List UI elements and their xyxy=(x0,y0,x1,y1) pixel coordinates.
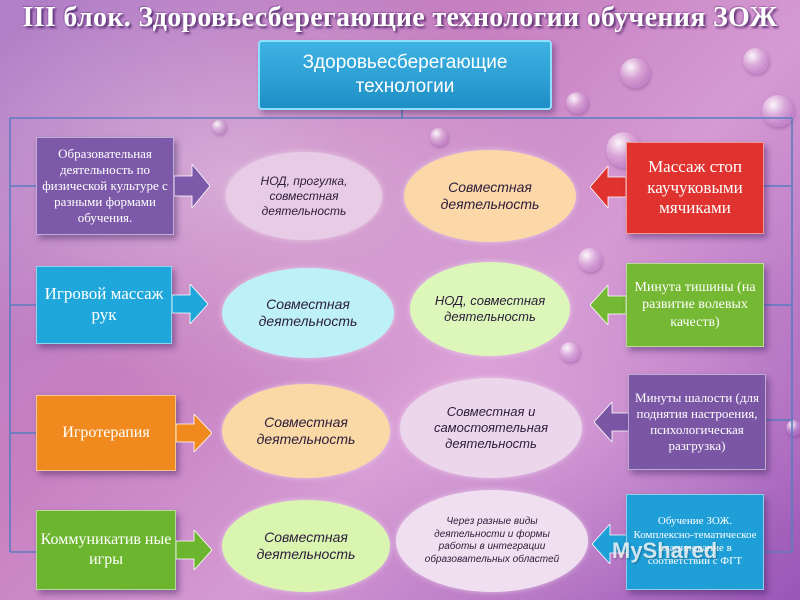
right-ellipse-4: Через разные виды деятельности и формы р… xyxy=(396,490,588,592)
water-drop xyxy=(560,342,580,362)
water-drop xyxy=(620,58,650,88)
header-line-1: Здоровьесберегающие xyxy=(302,52,508,74)
left-box-hand-massage: Игровой массаж рук xyxy=(36,266,172,344)
left-box-communicative-games: Коммуникатив ные игры xyxy=(36,510,176,590)
right-box-minutes-of-mischief: Минуты шалости (для поднятия настроения,… xyxy=(628,374,766,470)
slide-title: III блок. Здоровьесберегающие технологии… xyxy=(22,2,778,33)
right-ellipse-2: НОД, совместная деятельность xyxy=(410,262,570,356)
left-arrow-icon xyxy=(590,285,626,325)
right-box-healthy-lifestyle-training: Обучение ЗОЖ. Комплексно-тематическое пл… xyxy=(626,494,764,590)
right-box-foot-massage: Массаж стоп каучуковыми мячиками xyxy=(626,142,764,234)
left-ellipse-1: НОД, прогулка, совместная деятельность xyxy=(226,152,382,240)
right-ellipse-3: Совместная и самостоятельная деятельност… xyxy=(400,378,582,478)
left-arrow-icon xyxy=(592,524,628,564)
water-drop xyxy=(743,48,769,74)
left-ellipse-2: Совместная деятельность xyxy=(222,268,394,358)
right-box-minute-of-silence: Минута тишины (на развитие волевых качес… xyxy=(626,263,764,347)
watermark-logo: MyShared xyxy=(612,538,718,563)
left-ellipse-3: Совместная деятельность xyxy=(222,384,390,478)
right-arrow-icon xyxy=(172,284,208,324)
water-drop xyxy=(212,120,226,134)
water-drop xyxy=(578,248,602,272)
header-line-2: технологии xyxy=(355,76,455,97)
right-arrow-icon xyxy=(176,414,212,452)
left-arrow-icon xyxy=(590,166,626,208)
left-arrow-icon xyxy=(594,402,630,442)
water-drop xyxy=(762,95,794,127)
right-ellipse-1: Совместная деятельность xyxy=(404,150,576,242)
header-scroll: Здоровьесберегающие технологии xyxy=(258,40,552,110)
left-box-physical-education: Образовательная деятельность по физическ… xyxy=(36,137,174,235)
right-arrow-icon xyxy=(174,164,210,208)
left-box-game-therapy: Игротерапия xyxy=(36,395,176,471)
left-ellipse-4: Совместная деятельность xyxy=(222,500,390,592)
water-drop xyxy=(566,92,588,114)
water-drop xyxy=(786,420,800,436)
right-arrow-icon xyxy=(176,530,212,570)
water-drop xyxy=(430,128,448,146)
